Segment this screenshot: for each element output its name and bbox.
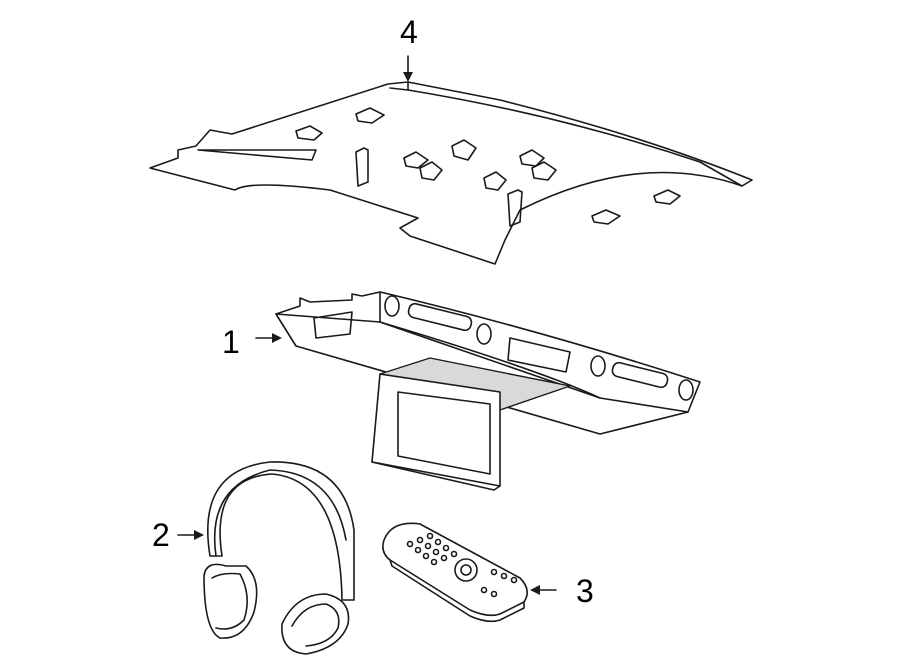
remote-buttons xyxy=(406,532,518,598)
callout-remote: 3 xyxy=(576,573,594,609)
callout-headphones: 2 xyxy=(152,517,170,553)
callout-overhead-console: 1 xyxy=(222,324,240,360)
callout-headliner: 4 xyxy=(400,14,418,50)
remote-control xyxy=(382,522,557,623)
overhead-console xyxy=(255,291,701,491)
headliner-panel xyxy=(149,55,753,265)
wireless-headphones xyxy=(177,461,355,655)
